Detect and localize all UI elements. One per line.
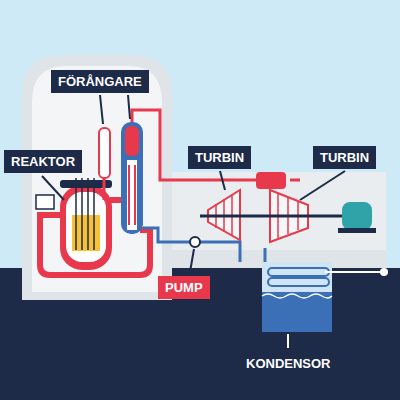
label-text: PUMP: [165, 280, 203, 295]
label-text: REAKTOR: [11, 154, 75, 169]
leader: [220, 171, 225, 190]
pump-symbol: [190, 237, 200, 247]
label-box: FÖRÅNGARE: [51, 70, 149, 93]
leader: [42, 176, 64, 200]
leader: [190, 249, 194, 272]
label-text: FÖRÅNGARE: [58, 74, 142, 89]
condenser-water: [262, 292, 332, 332]
reactor-inner: [66, 192, 106, 262]
cooling-inlet: [380, 268, 388, 276]
label-box: REAKTOR: [4, 150, 82, 173]
containment: [22, 55, 172, 300]
generator: [342, 202, 372, 230]
steam-generator: [121, 122, 143, 234]
label-box: PUMP: [158, 276, 210, 299]
shaft: [200, 215, 345, 218]
label-text: TURBIN: [195, 150, 244, 165]
leader: [128, 95, 130, 119]
reheater: [256, 172, 286, 189]
leader: [287, 334, 289, 348]
condenser-top: [262, 262, 332, 292]
turbine-hall: [172, 172, 386, 250]
pressurizer: [99, 128, 110, 178]
leader: [100, 95, 103, 124]
leader: [300, 171, 345, 200]
label-text: KONDENSOR: [246, 356, 331, 371]
steam-line: [132, 110, 300, 180]
label-box: KONDENSOR: [239, 352, 338, 375]
label-text: TURBIN: [320, 150, 369, 165]
reactor-pump: [36, 195, 54, 209]
label-box: TURBIN: [313, 146, 376, 169]
cooling-line: [325, 271, 384, 273]
containment-inner: [32, 66, 162, 292]
label-box: TURBIN: [188, 146, 251, 169]
feedwater-line: [143, 228, 240, 262]
